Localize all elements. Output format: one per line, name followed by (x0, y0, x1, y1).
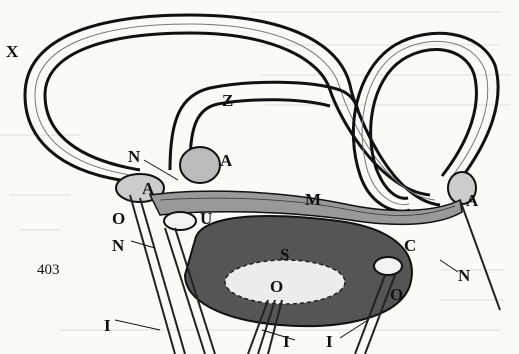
label-z: Z (222, 91, 233, 110)
label-a-mid: A (220, 151, 233, 170)
label-s: S (280, 245, 289, 264)
label-m: M (305, 190, 321, 209)
label-n-right: N (458, 266, 471, 285)
label-i-mid: I (283, 332, 290, 351)
label-n-left: N (112, 236, 125, 255)
canal-z (170, 82, 358, 183)
label-c: C (404, 236, 416, 255)
label-u: U (200, 209, 212, 228)
oval-right (374, 257, 402, 275)
label-a-right: A (466, 191, 479, 210)
figure-number: 403 (37, 262, 60, 278)
label-n-top: N (128, 147, 141, 166)
canal-x (25, 15, 440, 205)
label-i-left: I (104, 316, 111, 335)
label-o-right: O (390, 285, 403, 304)
label-o-left: O (112, 209, 125, 228)
label-i-right: I (326, 332, 333, 351)
label-a-left: A (142, 179, 155, 198)
label-x: X (6, 42, 19, 61)
label-o-center: O (270, 277, 283, 296)
oval-left (164, 212, 196, 230)
